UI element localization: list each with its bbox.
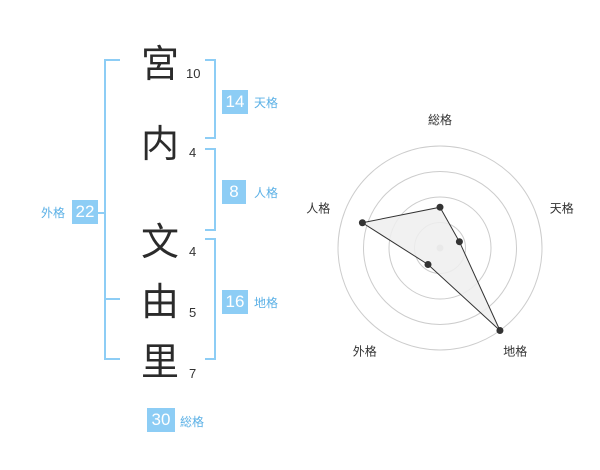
- kanji-char-5: 里: [140, 340, 179, 384]
- radar-point-2: [455, 238, 463, 246]
- radar-point-4: [424, 261, 432, 269]
- radar-grid-ring: [363, 171, 517, 325]
- radar-point-3: [496, 327, 504, 335]
- radar-axis-label-5: 人格: [306, 200, 330, 215]
- soukaku-label: 総格: [180, 415, 205, 429]
- radar-grid-ring: [337, 145, 543, 351]
- kanji-char-4: 由: [140, 280, 179, 324]
- stroke-count-1: 10: [186, 66, 201, 81]
- gaikaku-label: 外格: [41, 206, 66, 220]
- kanji-char-2: 内: [140, 122, 179, 166]
- gaikaku-value-badge: 22: [72, 200, 98, 224]
- jinkaku-value-badge: 8: [222, 180, 246, 204]
- stroke-count-2: 4: [189, 145, 197, 160]
- radar-series: [358, 203, 504, 335]
- stroke-count-5: 7: [189, 366, 197, 381]
- chikaku-value-badge: 16: [222, 290, 248, 314]
- kanji-char-3: 文: [140, 220, 179, 264]
- kanji-char-1: 宮: [140, 42, 179, 86]
- jinkaku-label: 人格: [254, 186, 279, 200]
- chikaku-label: 地格: [254, 296, 279, 310]
- tenkaku-label: 天格: [254, 96, 279, 110]
- radar-series-polygon: [361, 206, 501, 331]
- stroke-count-3: 4: [189, 244, 197, 259]
- radar-grid: [337, 145, 543, 351]
- radar-point-1: [436, 203, 444, 211]
- tenkaku-value-badge: 14: [222, 90, 248, 114]
- radar-grid-ring: [388, 196, 492, 300]
- radar-axis-label-2: 天格: [550, 200, 574, 215]
- radar-point-5: [358, 219, 366, 227]
- radar-axis-label-1: 総格: [428, 112, 452, 127]
- radar-axis-label-3: 地格: [503, 344, 527, 359]
- stroke-count-4: 5: [189, 305, 197, 320]
- soukaku-value-badge: 30: [147, 408, 175, 432]
- radar-axis-label-4: 外格: [353, 344, 377, 359]
